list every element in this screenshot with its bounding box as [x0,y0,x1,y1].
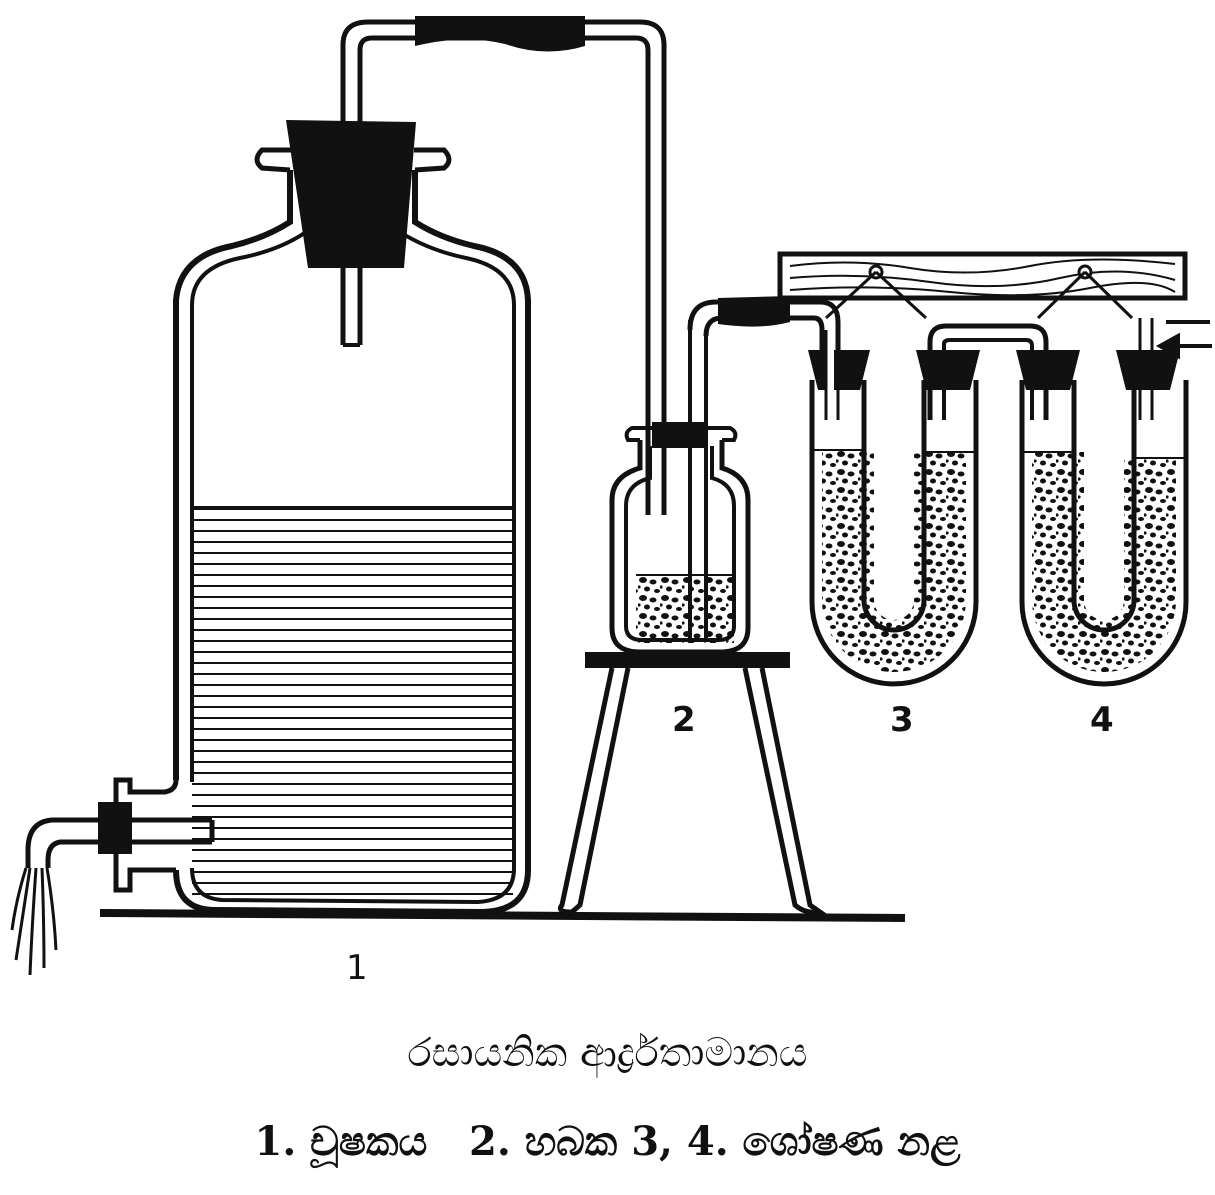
label-u-tube-4-number: 4 [1090,700,1114,740]
outlet-tube [25,817,212,868]
figure-legend: 1. චූෂකය 2. හබක 3, 4. ශෝෂණ නළ [254,1118,961,1165]
tripod-stand [557,652,827,915]
bubbler-bottle [609,320,751,655]
water-lines [192,506,513,895]
support-board [777,251,1188,320]
air-inlet-arrows [1155,320,1212,360]
aspirator-bottle [10,120,531,976]
bubbler-granules [636,575,734,643]
connecting-tube-2 [687,296,841,370]
connecting-tube-1 [340,16,667,515]
outlet-bung [98,802,132,854]
rubber-joint-middle [718,296,790,327]
table-surface [99,909,906,922]
water-stream [10,867,58,976]
bottle-stopper [286,120,416,268]
label-u-tube-3-number: 3 [890,700,914,740]
label-aspirator-number: 1 [346,948,368,988]
figure-title: රසායනික ආර්ද්‍රතාමානය [407,1030,808,1076]
bubbler-stopper [652,422,708,448]
aspirator-water [190,505,515,900]
u-tube-3 [808,323,1049,687]
humidity-apparatus-diagram [10,16,1212,976]
label-bubbler-number: 2 [672,700,696,740]
u-tube-4 [1016,318,1189,687]
rubber-joint-top [415,16,585,52]
